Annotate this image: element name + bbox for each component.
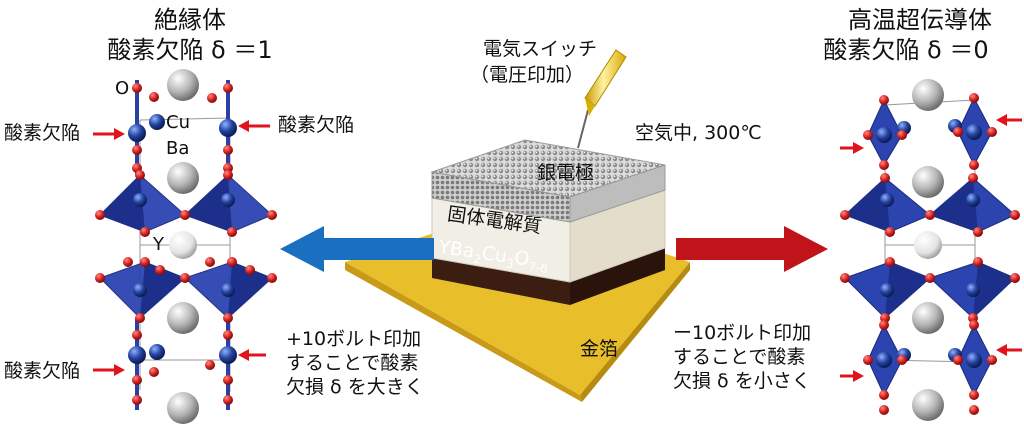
- ba-atom: [912, 79, 944, 111]
- cu-atom: [221, 193, 235, 207]
- ba-atom: [912, 302, 944, 334]
- right-title-line1: 高温超伝導体: [848, 6, 992, 34]
- right-arrow-description: ー10ボルト印加 することで酸素 欠損 δ を小さく: [673, 322, 812, 392]
- electric-switch-probe: [577, 49, 627, 149]
- label-barium: Ba: [166, 138, 190, 159]
- y-atom: [169, 231, 197, 259]
- cu-atom: [221, 283, 235, 297]
- left-arrow: [280, 226, 434, 272]
- y-atom: [914, 231, 942, 259]
- ba-atom: [167, 162, 199, 194]
- vacancy-label-lower: 酸素欠陥: [4, 360, 81, 382]
- vacancy-arrow: [238, 349, 266, 361]
- left-title-line2: 酸素欠陥 δ ＝1: [107, 36, 273, 64]
- ba-atom: [912, 166, 944, 198]
- cu-atom: [149, 344, 165, 360]
- left-crystal-structure: [93, 69, 277, 424]
- label-yttrium: Y: [153, 234, 164, 255]
- right-crystal-structure: [840, 79, 1022, 421]
- filled-site-arrow: [996, 114, 1022, 126]
- gold-foil-label: 金箔: [580, 338, 619, 360]
- ba-atom: [167, 302, 199, 334]
- ybco-film: [432, 258, 570, 305]
- silver-electrode-label: 銀電極: [537, 162, 595, 184]
- vacancy-arrow: [93, 364, 125, 376]
- vacancy-arrow: [93, 128, 125, 140]
- ba-atom: [912, 389, 944, 421]
- cu-atom: [219, 119, 237, 137]
- ba-atom: [167, 392, 199, 424]
- cu-atom: [149, 114, 165, 130]
- cu-atom: [128, 124, 146, 142]
- label-copper: Cu: [166, 112, 190, 133]
- left-arrow-description: +10ボルト印加 することで酸素 欠損 δ を大きく: [286, 328, 424, 398]
- cu-atom: [133, 283, 147, 297]
- vacancy-label-upper-left: 酸素欠陥: [4, 122, 81, 144]
- right-arrow: [676, 226, 828, 272]
- atmosphere-label: 空気中, 300℃: [635, 122, 762, 144]
- cu-atom: [128, 346, 146, 364]
- ba-atom: [167, 69, 199, 101]
- filled-site-arrow: [840, 142, 864, 154]
- switch-label-line2: （電圧印加）: [470, 64, 585, 86]
- cu-atom: [133, 193, 147, 207]
- filled-site-arrow: [840, 370, 864, 382]
- vacancy-label-upper-right: 酸素欠陥: [278, 114, 355, 136]
- cu-atom: [219, 346, 237, 364]
- switch-label-line1: 電気スイッチ: [483, 38, 598, 60]
- filled-site-arrow: [996, 344, 1022, 356]
- left-title-line1: 絶縁体: [154, 6, 226, 34]
- right-title-line2: 酸素欠陥 δ ＝0: [823, 36, 989, 64]
- vacancy-arrow: [238, 120, 270, 132]
- label-oxygen: O: [115, 78, 130, 99]
